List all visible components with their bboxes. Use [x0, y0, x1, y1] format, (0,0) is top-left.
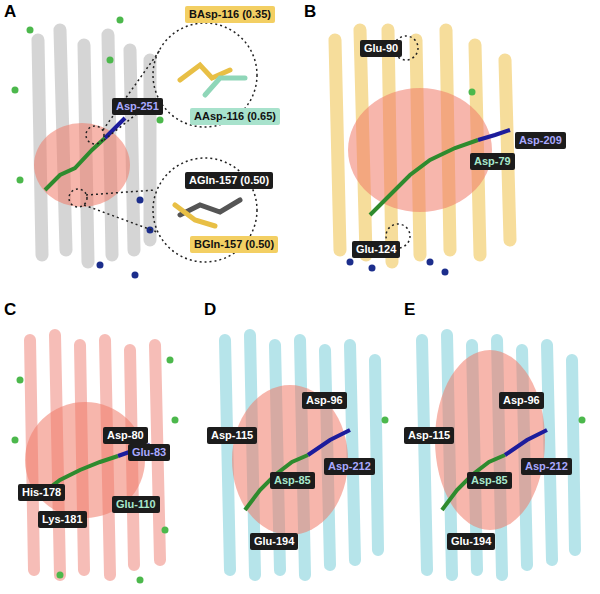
residue-label: Glu-194	[447, 533, 495, 550]
residue-name: Asp-209	[519, 134, 562, 146]
residue-label: Lys-181	[38, 511, 87, 528]
residue-label: Asp-79	[470, 153, 515, 170]
residue-label: Glu-124	[352, 241, 400, 258]
residue-name: Asp-115	[211, 429, 253, 441]
residue-name: Glu-124	[356, 243, 396, 255]
residue-name: His-178	[22, 486, 61, 498]
residue-label: Asp-80	[103, 427, 148, 444]
residue-name: Asp-212	[525, 460, 568, 472]
residue-label: Asp-85	[270, 472, 315, 489]
residue-name: Asp-212	[328, 460, 371, 472]
residue-label: Asp-85	[467, 472, 512, 489]
residue-label: Asp-251	[112, 98, 163, 115]
residue-name: Asp-96	[306, 394, 343, 406]
panel-letter: C	[4, 300, 16, 320]
panel-letter: E	[404, 300, 415, 320]
residue-name: Glu-110	[116, 498, 156, 510]
residue-name: Asp-96	[503, 394, 540, 406]
residue-label: Asp-115	[404, 427, 454, 444]
residue-label: AGln-157 (0.50)	[185, 172, 273, 189]
residue-name: Glu-194	[451, 535, 491, 547]
residue-name: Glu-83	[132, 446, 166, 458]
residue-label: Asp-115	[207, 427, 257, 444]
residue-label: Asp-212	[521, 458, 572, 475]
residue-name: Asp-85	[274, 474, 311, 486]
residue-name: Glu-194	[254, 535, 294, 547]
residue-name: Asp-115	[408, 429, 450, 441]
residue-label: Asp-209	[515, 132, 566, 149]
panel-letter: B	[304, 2, 316, 22]
residue-name: AGln-157 (0.50)	[189, 174, 269, 186]
residue-label: His-178	[18, 484, 65, 501]
residue-label: AAsp-116 (0.65)	[190, 108, 280, 125]
residue-label: Glu-110	[112, 496, 160, 513]
residue-label: Asp-212	[324, 458, 375, 475]
residue-name: Asp-80	[107, 429, 144, 441]
residue-name: BAsp-116 (0.35)	[189, 8, 271, 20]
residue-label: Asp-96	[302, 392, 347, 409]
residue-name: Asp-79	[474, 155, 511, 167]
panel-letter: A	[4, 2, 16, 22]
panel-letter: D	[204, 300, 216, 320]
residue-name: Asp-85	[471, 474, 508, 486]
residue-label: Glu-194	[250, 533, 298, 550]
residue-name: AAsp-116 (0.65)	[194, 110, 276, 122]
residue-name: Asp-251	[116, 100, 159, 112]
residue-name: Lys-181	[42, 513, 83, 525]
residue-label: Asp-96	[499, 392, 544, 409]
residue-name: BGln-157 (0.50)	[194, 238, 274, 250]
residue-label: Glu-83	[128, 444, 170, 461]
residue-label: BAsp-116 (0.35)	[185, 6, 275, 23]
residue-label: BGln-157 (0.50)	[190, 236, 278, 253]
residue-name: Glu-90	[364, 42, 398, 54]
residue-label: Glu-90	[360, 40, 402, 57]
